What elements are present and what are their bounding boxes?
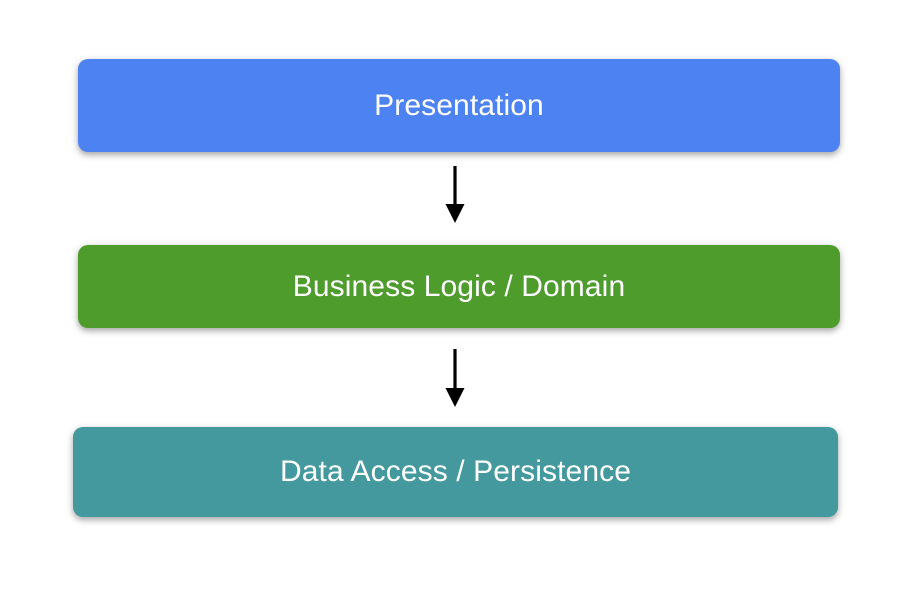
node-data-access[interactable]: Data Access / Persistence bbox=[73, 427, 838, 517]
node-business-logic[interactable]: Business Logic / Domain bbox=[78, 245, 840, 328]
node-data-access-label: Data Access / Persistence bbox=[280, 455, 631, 488]
node-presentation[interactable]: Presentation bbox=[78, 59, 840, 152]
node-business-logic-label: Business Logic / Domain bbox=[292, 269, 626, 303]
edge-presentation-to-business bbox=[425, 163, 485, 226]
node-presentation-label: Presentation bbox=[374, 88, 544, 122]
arrow-down-icon bbox=[445, 166, 465, 223]
arrow-down-icon bbox=[445, 349, 465, 407]
edge-business-to-data bbox=[425, 346, 485, 410]
